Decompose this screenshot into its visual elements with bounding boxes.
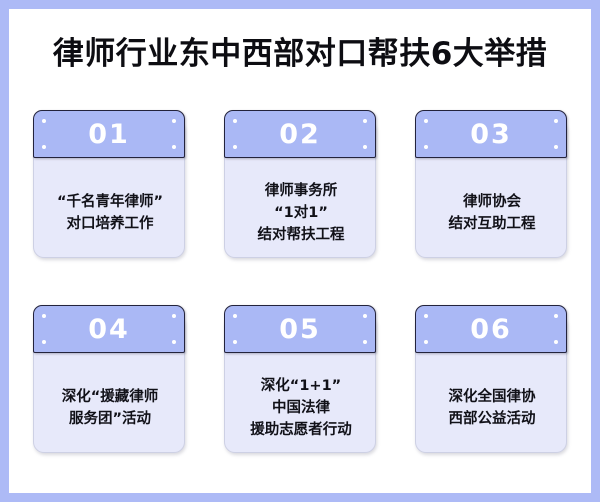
card-line: “1对1” <box>274 205 328 221</box>
card-text-block: 深化全国律协 西部公益活动 <box>416 363 568 454</box>
card-text-block: 律师协会 结对互助工程 <box>416 168 568 259</box>
screw-icon <box>363 340 367 344</box>
screw-icon <box>42 119 46 123</box>
card-line: 服务团”活动 <box>68 411 152 427</box>
card-header-plate <box>415 305 567 353</box>
card-line: 对口培养工作 <box>66 216 154 232</box>
screw-icon <box>233 314 237 318</box>
measure-card-05[interactable]: 深化“1+1” 中国法律 援助志愿者行动 05 <box>224 305 376 453</box>
screw-icon <box>554 119 558 123</box>
card-number: 02 <box>279 118 321 150</box>
card-line: 结对帮扶工程 <box>257 227 345 243</box>
card-line: “千名青年律师” <box>56 194 164 210</box>
card-text-block: 深化“1+1” 中国法律 援助志愿者行动 <box>225 363 377 454</box>
screw-icon <box>424 314 428 318</box>
screw-icon <box>42 314 46 318</box>
screw-icon <box>172 145 176 149</box>
card-header-plate <box>415 110 567 158</box>
screw-icon <box>363 145 367 149</box>
measure-card-03[interactable]: 律师协会 结对互助工程 03 <box>415 110 567 258</box>
card-line: 律师事务所 <box>264 183 338 199</box>
card-line: 深化“1+1” <box>260 378 342 394</box>
measure-card-06[interactable]: 深化全国律协 西部公益活动 06 <box>415 305 567 453</box>
screw-icon <box>554 314 558 318</box>
card-line: 西部公益活动 <box>448 411 536 427</box>
card-line: 结对互助工程 <box>448 216 536 232</box>
measures-grid: “千名青年律师” 对口培养工作 01 律师事务所 “1对1” 结对帮扶工程 <box>33 110 567 453</box>
screw-icon <box>42 145 46 149</box>
card-line: 深化全国律协 <box>448 389 536 405</box>
card-number: 05 <box>279 313 321 345</box>
screw-icon <box>42 340 46 344</box>
screw-icon <box>233 119 237 123</box>
poster-canvas: 律师行业东中西部对口帮扶6大举措 “千名青年律师” 对口培养工作 01 <box>9 9 591 493</box>
card-number: 06 <box>470 313 512 345</box>
card-line: 律师协会 <box>463 194 521 210</box>
screw-icon <box>233 340 237 344</box>
screw-icon <box>172 340 176 344</box>
card-header-plate <box>33 110 185 158</box>
measure-card-01[interactable]: “千名青年律师” 对口培养工作 01 <box>33 110 185 258</box>
screw-icon <box>554 145 558 149</box>
screw-icon <box>233 145 237 149</box>
screw-icon <box>363 314 367 318</box>
measure-card-04[interactable]: 深化“援藏律师 服务团”活动 04 <box>33 305 185 453</box>
card-header-plate <box>33 305 185 353</box>
screw-icon <box>172 314 176 318</box>
screw-icon <box>554 340 558 344</box>
measure-card-02[interactable]: 律师事务所 “1对1” 结对帮扶工程 02 <box>224 110 376 258</box>
card-number: 04 <box>88 313 130 345</box>
card-number: 01 <box>88 118 130 150</box>
card-line: 援助志愿者行动 <box>250 422 352 438</box>
page-title: 律师行业东中西部对口帮扶6大举措 <box>52 36 548 72</box>
screw-icon <box>172 119 176 123</box>
screw-icon <box>363 119 367 123</box>
card-line: 深化“援藏律师 <box>61 389 159 405</box>
card-header-plate <box>224 110 376 158</box>
card-text-block: “千名青年律师” 对口培养工作 <box>34 168 186 259</box>
card-text-block: 律师事务所 “1对1” 结对帮扶工程 <box>225 168 377 259</box>
card-number: 03 <box>470 118 512 150</box>
screw-icon <box>424 340 428 344</box>
card-header-plate <box>224 305 376 353</box>
card-line: 中国法律 <box>272 400 330 416</box>
screw-icon <box>424 119 428 123</box>
screw-icon <box>424 145 428 149</box>
card-text-block: 深化“援藏律师 服务团”活动 <box>34 363 186 454</box>
